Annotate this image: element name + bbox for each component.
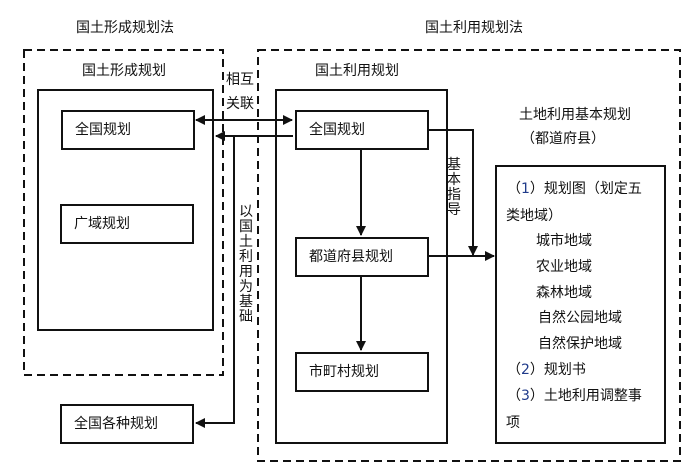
mutual-label-line2: 关联	[226, 96, 254, 112]
zone-nature-conservation: 自然保护地域	[538, 336, 622, 352]
left-law-dashed-frame	[23, 49, 224, 376]
municipal-plan-label: 市町村规划	[309, 364, 379, 380]
use-national-plan-box: 全国规划	[295, 110, 429, 150]
zone-urban: 城市地域	[536, 233, 592, 249]
municipal-plan-box: 市町村规划	[295, 352, 429, 392]
right-law-dashed-frame	[257, 49, 681, 462]
regional-plan-box: 广域规划	[60, 204, 194, 244]
basic-plan-subtitle: （都道府县）	[521, 131, 605, 147]
basic-plan-contents-box: （1）规划图（划定五 类地域） 城市地域 农业地域 森林地域 自然公园地域 自然…	[495, 165, 666, 444]
contents-item-3: （3）土地利用调整事	[507, 388, 642, 404]
use-plan-title: 国土利用规划	[315, 63, 399, 79]
prefecture-plan-box: 都道府县规划	[295, 237, 429, 277]
use-plan-frame	[275, 89, 448, 444]
formation-national-plan-box: 全国规划	[61, 110, 195, 150]
basis-arrow-to-other-plans	[195, 136, 235, 428]
formation-national-plan-label: 全国规划	[75, 122, 131, 138]
contents-item-2: （2）规划书	[507, 362, 586, 378]
formation-law-title: 国土形成规划法	[76, 20, 174, 36]
contents-item-1-cont: 类地域）	[506, 208, 562, 224]
mutual-label-line1: 相互	[226, 72, 254, 88]
basis-label: 以国土利用为基础	[238, 204, 254, 325]
other-national-plans-box: 全国各种规划	[60, 404, 194, 444]
regional-plan-label: 广域规划	[74, 216, 130, 232]
use-law-title: 国土利用规划法	[425, 20, 523, 36]
contents-item-1: （1）规划图（划定五	[507, 181, 642, 197]
guidance-label: 基本指导	[447, 157, 461, 218]
zone-natural-park: 自然公园地域	[538, 310, 622, 326]
guidance-arrow	[428, 129, 478, 256]
use-national-plan-label: 全国规划	[309, 122, 365, 138]
other-national-plans-label: 全国各种规划	[74, 416, 158, 432]
zone-agricultural: 农业地域	[536, 259, 592, 275]
formation-plan-title: 国土形成规划	[82, 63, 166, 79]
formation-plan-frame	[37, 89, 214, 331]
basic-plan-title: 土地利用基本规划	[519, 107, 631, 123]
prefecture-plan-label: 都道府县规划	[309, 249, 393, 265]
zone-forest: 森林地域	[536, 285, 592, 301]
contents-item-3-cont: 项	[506, 415, 520, 431]
